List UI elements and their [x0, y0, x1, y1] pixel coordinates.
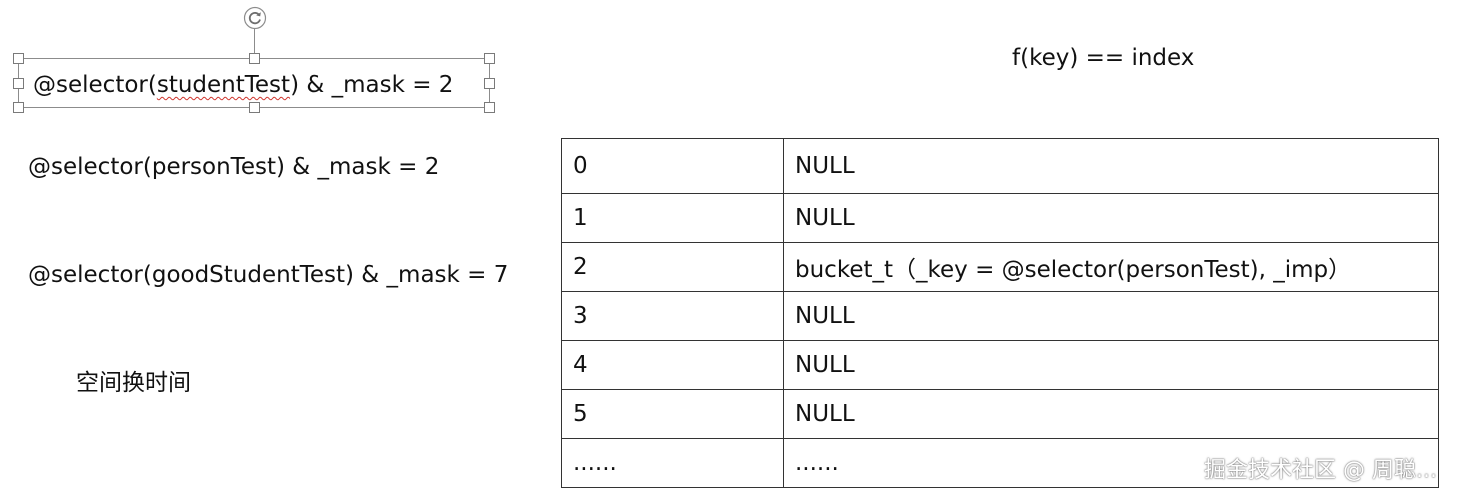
bucket-index-cell: 3: [561, 291, 784, 341]
bucket-value-cell: NULL: [783, 340, 1439, 390]
bucket-value-cell: NULL: [783, 193, 1439, 243]
table-row: 0 NULL: [561, 138, 1439, 194]
table-row: ...... ......: [561, 438, 1439, 488]
resize-handle-middle-right[interactable]: [484, 78, 495, 89]
resize-handle-middle-left[interactable]: [13, 78, 24, 89]
bucket-value-cell: bucket_t（_key = @selector(personTest), _…: [783, 242, 1439, 292]
hash-bucket-table: 0 NULL 1 NULL 2 bucket_t（_key = @selecto…: [561, 138, 1439, 488]
spellcheck-underlined-word: studentTest: [156, 72, 291, 98]
person-selector-label: @selector(personTest) & _mask = 2: [28, 154, 440, 180]
resize-handle-bottom-middle[interactable]: [249, 102, 260, 113]
resize-handle-top-left[interactable]: [13, 53, 24, 64]
resize-handle-top-middle[interactable]: [249, 53, 260, 64]
table-row: 4 NULL: [561, 340, 1439, 390]
bucket-value-cell: NULL: [783, 291, 1439, 341]
bucket-value-cell: NULL: [783, 389, 1439, 439]
bucket-index-cell: 5: [561, 389, 784, 439]
table-row: 2 bucket_t（_key = @selector(personTest),…: [561, 242, 1439, 292]
rotate-handle-icon[interactable]: [243, 6, 267, 30]
bucket-index-cell: 1: [561, 193, 784, 243]
rotate-handle-stem: [254, 28, 255, 58]
space-for-time-note: 空间换时间: [76, 370, 191, 396]
good-student-selector-label: @selector(goodStudentTest) & _mask = 7: [28, 262, 509, 288]
table-row: 3 NULL: [561, 291, 1439, 341]
resize-handle-bottom-left[interactable]: [13, 102, 24, 113]
textbox-text-before: @selector(: [33, 72, 157, 98]
bucket-value-cell: ......: [783, 438, 1439, 488]
textbox-text-after: ) & _mask = 2: [290, 72, 454, 98]
bucket-index-cell: 2: [561, 242, 784, 292]
hash-formula-label: f(key) == index: [1012, 45, 1195, 71]
site-watermark: 掘金技术社区 @ 周聪...: [1204, 458, 1437, 483]
bucket-index-cell: ......: [561, 438, 784, 488]
resize-handle-bottom-right[interactable]: [484, 102, 495, 113]
textbox-text: @selector(studentTest) & _mask = 2: [33, 71, 453, 99]
table-row: 1 NULL: [561, 193, 1439, 243]
bucket-index-cell: 0: [561, 138, 784, 194]
selected-textbox[interactable]: @selector(studentTest) & _mask = 2: [13, 53, 495, 113]
resize-handle-top-right[interactable]: [484, 53, 495, 64]
table-row: 5 NULL: [561, 389, 1439, 439]
bucket-index-cell: 4: [561, 340, 784, 390]
bucket-value-cell: NULL: [783, 138, 1439, 194]
